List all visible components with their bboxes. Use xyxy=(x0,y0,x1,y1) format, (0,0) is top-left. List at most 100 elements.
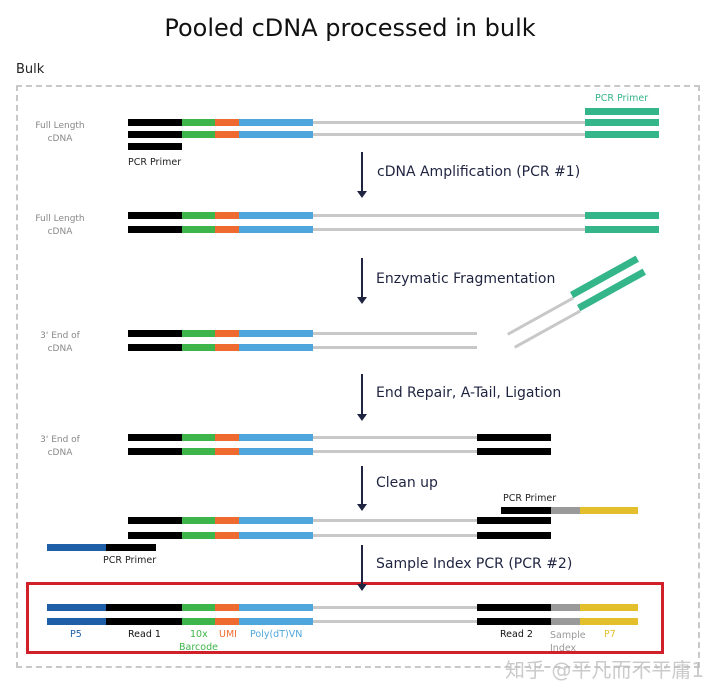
barcode-label: Barcode xyxy=(179,642,218,653)
p5-segment xyxy=(47,618,106,625)
read1-segment xyxy=(128,131,182,138)
row-label-line: cDNA xyxy=(47,227,73,237)
barcode-segment xyxy=(182,604,215,611)
step-arrow-icon xyxy=(357,374,367,421)
row-label-line: cDNA xyxy=(47,134,73,144)
read1-segment xyxy=(128,434,182,441)
barcode-label: 10x xyxy=(190,629,208,640)
umi-segment xyxy=(215,434,239,441)
pcr-primer-segment xyxy=(501,507,551,514)
bulk-container xyxy=(16,85,700,668)
barcode-segment xyxy=(182,532,215,539)
barcode-segment xyxy=(182,448,215,455)
read1-label: Read 1 xyxy=(128,629,161,640)
sample-index-segment xyxy=(551,618,580,625)
step-arrow-icon xyxy=(357,258,367,304)
barcode-segment xyxy=(182,330,215,337)
read2-adapter-segment xyxy=(477,532,551,539)
step-label: End Repair, A-Tail, Ligation xyxy=(376,385,562,401)
p5-label: P5 xyxy=(70,629,82,640)
step-arrow-icon xyxy=(357,545,367,591)
polydt-segment xyxy=(239,448,313,455)
umi-segment xyxy=(215,131,239,138)
tso-segment xyxy=(585,212,659,219)
umi-segment xyxy=(215,119,239,126)
insert-line xyxy=(313,620,477,623)
tso-segment xyxy=(585,119,659,126)
p5-segment xyxy=(47,604,106,611)
umi-segment xyxy=(215,226,239,233)
barcode-segment xyxy=(182,119,215,126)
barcode-segment xyxy=(182,344,215,351)
step-label: cDNA Amplification (PCR #1) xyxy=(377,164,581,180)
barcode-segment xyxy=(182,226,215,233)
row-label-1: Full Length cDNA xyxy=(25,120,95,146)
step-arrow-icon xyxy=(357,466,367,511)
insert-line xyxy=(313,214,585,217)
step-label: Clean up xyxy=(376,475,438,491)
sample-index-segment xyxy=(551,604,580,611)
diagram-title: Pooled cDNA processed in bulk xyxy=(164,14,536,42)
pcr-primer-segment xyxy=(47,544,106,551)
insert-line xyxy=(313,519,477,522)
umi-segment xyxy=(215,212,239,219)
bulk-label: Bulk xyxy=(16,62,45,77)
insert-line xyxy=(313,606,477,609)
pcr-primer-label: PCR Primer xyxy=(128,157,182,168)
read1-segment xyxy=(128,330,182,337)
pcr-primer-label: PCR Primer xyxy=(595,93,649,104)
read1-segment xyxy=(128,226,182,233)
read1-segment xyxy=(128,119,182,126)
insert-line xyxy=(313,450,477,453)
polydt-segment xyxy=(239,618,313,625)
row-label-line: 3' End of xyxy=(40,435,80,445)
read2-segment xyxy=(477,604,551,611)
tso-segment xyxy=(585,131,659,138)
read1-segment xyxy=(128,344,182,351)
barcode-segment xyxy=(182,517,215,524)
read2-segment xyxy=(477,618,551,625)
tso-segment xyxy=(585,226,659,233)
step-label: Sample Index PCR (PCR #2) xyxy=(376,556,573,572)
barcode-segment xyxy=(182,618,215,625)
step-label: Enzymatic Fragmentation xyxy=(376,271,556,287)
polydt-segment xyxy=(239,434,313,441)
row-label-line: 3' End of xyxy=(40,331,80,341)
row-label-4: 3' End of cDNA xyxy=(25,434,95,460)
polydt-segment xyxy=(239,330,313,337)
pcr-primer-segment xyxy=(128,143,182,150)
insert-line xyxy=(313,346,477,349)
read1-segment xyxy=(128,604,182,611)
read1-segment xyxy=(128,517,182,524)
p7-segment xyxy=(580,604,638,611)
polydt-segment xyxy=(239,212,313,219)
insert-line xyxy=(313,228,585,231)
read1-segment xyxy=(128,618,182,625)
polydt-segment xyxy=(239,226,313,233)
row-label-line: Full Length xyxy=(35,121,85,131)
insert-line xyxy=(313,121,585,124)
barcode-segment xyxy=(182,131,215,138)
read2-label: Read 2 xyxy=(500,629,533,640)
step-arrow-icon xyxy=(357,152,367,198)
row-label-line: cDNA xyxy=(47,448,73,458)
polydt-segment xyxy=(239,517,313,524)
polydt-segment xyxy=(239,532,313,539)
umi-segment xyxy=(215,330,239,337)
p7-label: P7 xyxy=(604,629,616,640)
insert-line xyxy=(313,534,477,537)
polydt-segment xyxy=(239,604,313,611)
polydt-segment xyxy=(239,344,313,351)
pcr-primer-segment xyxy=(106,544,156,551)
read2-adapter-segment xyxy=(477,448,551,455)
row-label-line: Full Length xyxy=(35,214,85,224)
row-label-line: cDNA xyxy=(47,344,73,354)
umi-label: UMI xyxy=(219,629,237,640)
umi-segment xyxy=(215,344,239,351)
pcr-primer-segment xyxy=(585,108,659,115)
read1-segment xyxy=(128,532,182,539)
pcr-primer-segment xyxy=(551,507,580,514)
watermark: 知乎 @平凡而不平庸1 xyxy=(505,658,705,682)
umi-segment xyxy=(215,604,239,611)
insert-line xyxy=(313,332,477,335)
